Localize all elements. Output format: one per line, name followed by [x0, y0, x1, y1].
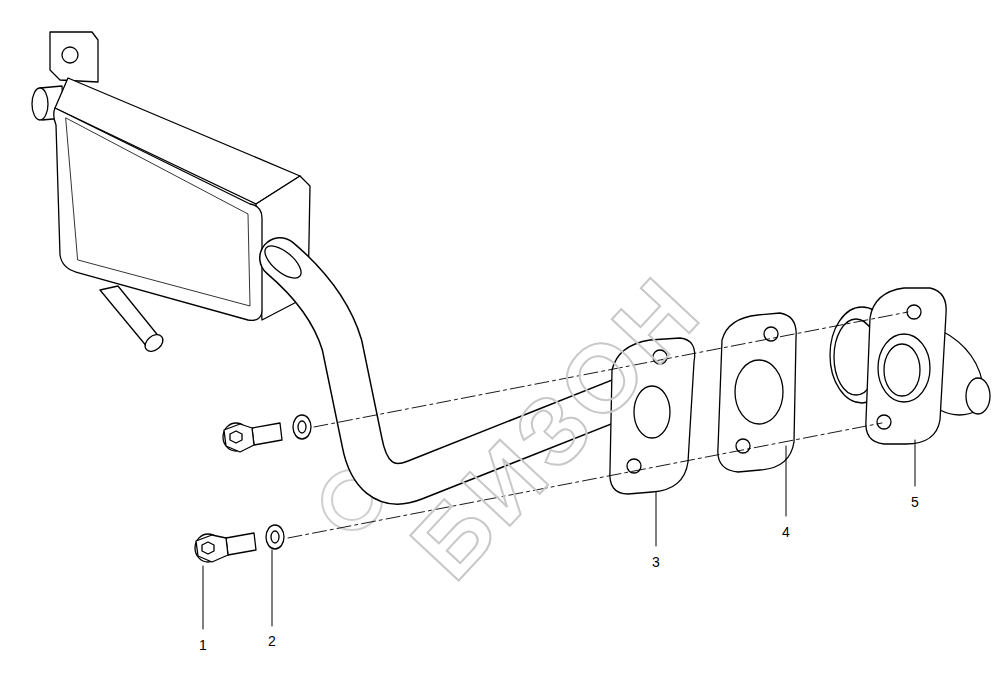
callout-number: 1: [199, 638, 207, 652]
callout-number: 3: [652, 555, 660, 569]
callout-number: 5: [911, 495, 919, 509]
callout-number: 4: [782, 525, 790, 539]
callout-number: 2: [268, 634, 276, 648]
